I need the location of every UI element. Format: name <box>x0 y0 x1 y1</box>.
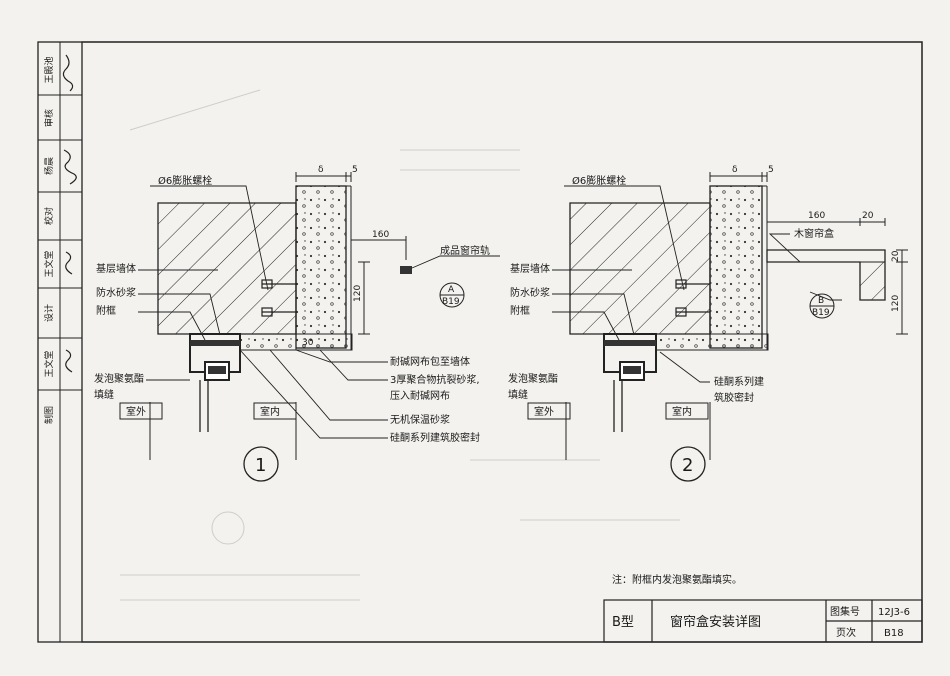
ref-b-bottom: B19 <box>812 308 830 318</box>
label-inside-1: 室内 <box>260 405 280 418</box>
bolts-2 <box>675 279 710 317</box>
sidebar-role-5: 王文堂 <box>43 250 55 277</box>
title-type: B型 <box>612 615 634 630</box>
label-sealant-2b: 筑胶密封 <box>714 391 754 404</box>
dim-5-2: 5 <box>768 165 774 175</box>
page-label: 页次 <box>836 626 856 639</box>
atlas-label: 图集号 <box>830 605 860 618</box>
insulation-mortar-1 <box>295 185 347 349</box>
label-outside-2: 室外 <box>534 405 554 418</box>
note-sealant-1: 硅酮系列建筑胶密封 <box>390 431 480 444</box>
page-value: B18 <box>884 628 904 639</box>
label-track-1: 成品窗帘轨 <box>440 244 490 257</box>
dim-30-1: 30 <box>302 338 314 348</box>
label-outside-1: 室外 <box>126 405 146 418</box>
sidebar-role-3: 杨晨 <box>43 157 55 175</box>
atlas-value: 12J3-6 <box>878 607 910 618</box>
insulation-mortar-2 <box>709 185 763 349</box>
label-bolt-2: Ø6膨胀螺栓 <box>572 174 626 187</box>
label-foam-2b: 填缝 <box>508 388 528 401</box>
label-wall-1: 基层墙体 <box>96 262 136 275</box>
ghost-marks <box>120 89 680 601</box>
label-waterproof-2: 防水砂浆 <box>510 286 550 299</box>
label-subframe-1: 附框 <box>96 304 116 317</box>
dim-delta-1: δ <box>318 165 324 175</box>
signature-2 <box>63 149 77 185</box>
sidebar-role-7: 王文堂 <box>43 350 55 377</box>
label-waterproof-1: 防水砂浆 <box>96 286 136 299</box>
label-inside-2: 室内 <box>672 405 692 418</box>
detail-2: δ 5 160 20 20 120 Ø6膨胀螺栓 基层墙体 防水砂浆 附框 发泡… <box>508 165 908 482</box>
dim-160-1: 160 <box>372 230 389 240</box>
note-mesh: 耐碱网布包至墙体 <box>390 355 470 368</box>
label-bolt-1: Ø6膨胀螺栓 <box>158 174 212 187</box>
sidebar-role-1: 王殿池 <box>43 56 55 83</box>
signature-1 <box>62 54 74 92</box>
label-foam-2a: 发泡聚氨酯 <box>508 372 558 385</box>
detail-1: δ 5 160 120 30 Ø6膨胀螺栓 基层墙体 防水砂浆 附框 <box>94 165 500 482</box>
title-main: 窗帘盒安装详图 <box>670 614 761 630</box>
sidebar-role-8: 制图 <box>43 406 55 424</box>
label-subframe-2: 附框 <box>510 304 530 317</box>
detail-number-1: 1 <box>255 455 266 476</box>
curtain-track-1 <box>400 266 412 274</box>
label-foam-1a: 发泡聚氨酯 <box>94 372 144 385</box>
sidebar-role-4: 校对 <box>43 207 55 225</box>
ref-a-top: A <box>448 285 455 295</box>
note-insulation: 无机保温砂浆 <box>390 413 450 426</box>
signatures <box>62 54 77 373</box>
title-block <box>603 599 923 643</box>
sidebar-grid <box>38 42 82 642</box>
dim-120-2: 120 <box>891 295 901 312</box>
note-mortar-a: 3厚聚合物抗裂砂浆, <box>390 373 480 386</box>
note-mortar-b: 压入耐碱网布 <box>390 389 450 402</box>
bolts-1 <box>261 279 296 317</box>
base-wall-1 <box>157 202 297 335</box>
label-foam-1b: 填缝 <box>94 388 114 401</box>
ceiling-mortar-2 <box>655 333 769 351</box>
signature-3 <box>65 251 73 275</box>
ref-b-top: B <box>818 296 824 306</box>
detail-number-circle-2 <box>670 446 706 482</box>
footnote: 注：附框内发泡聚氨酯填实。 <box>612 573 742 586</box>
sidebar-role-6: 设计 <box>43 304 55 322</box>
detail-number-circle-1 <box>243 446 279 482</box>
base-wall-2 <box>569 202 711 335</box>
outer-border <box>37 41 923 643</box>
signature-4 <box>65 349 73 373</box>
label-sealant-2a: 硅酮系列建 <box>714 375 764 388</box>
ref-a-bottom: B19 <box>442 297 460 307</box>
sidebar-labels: 王殿池 审核 杨晨 校对 王文堂 设计 王文堂 制图 <box>43 56 55 424</box>
dim-5-1: 5 <box>352 165 358 175</box>
dim-20v-2: 20 <box>891 250 901 262</box>
dim-delta-2: δ <box>732 165 738 175</box>
label-wall-2: 基层墙体 <box>510 262 550 275</box>
sidebar-role-2: 审核 <box>43 109 55 127</box>
dim-160-2: 160 <box>808 211 825 221</box>
detail-number-2: 2 <box>682 455 693 476</box>
label-box-2: 木窗帘盒 <box>794 227 834 240</box>
dim-20-2: 20 <box>862 211 874 221</box>
dim-120-1: 120 <box>353 285 363 302</box>
inner-border <box>81 41 923 643</box>
